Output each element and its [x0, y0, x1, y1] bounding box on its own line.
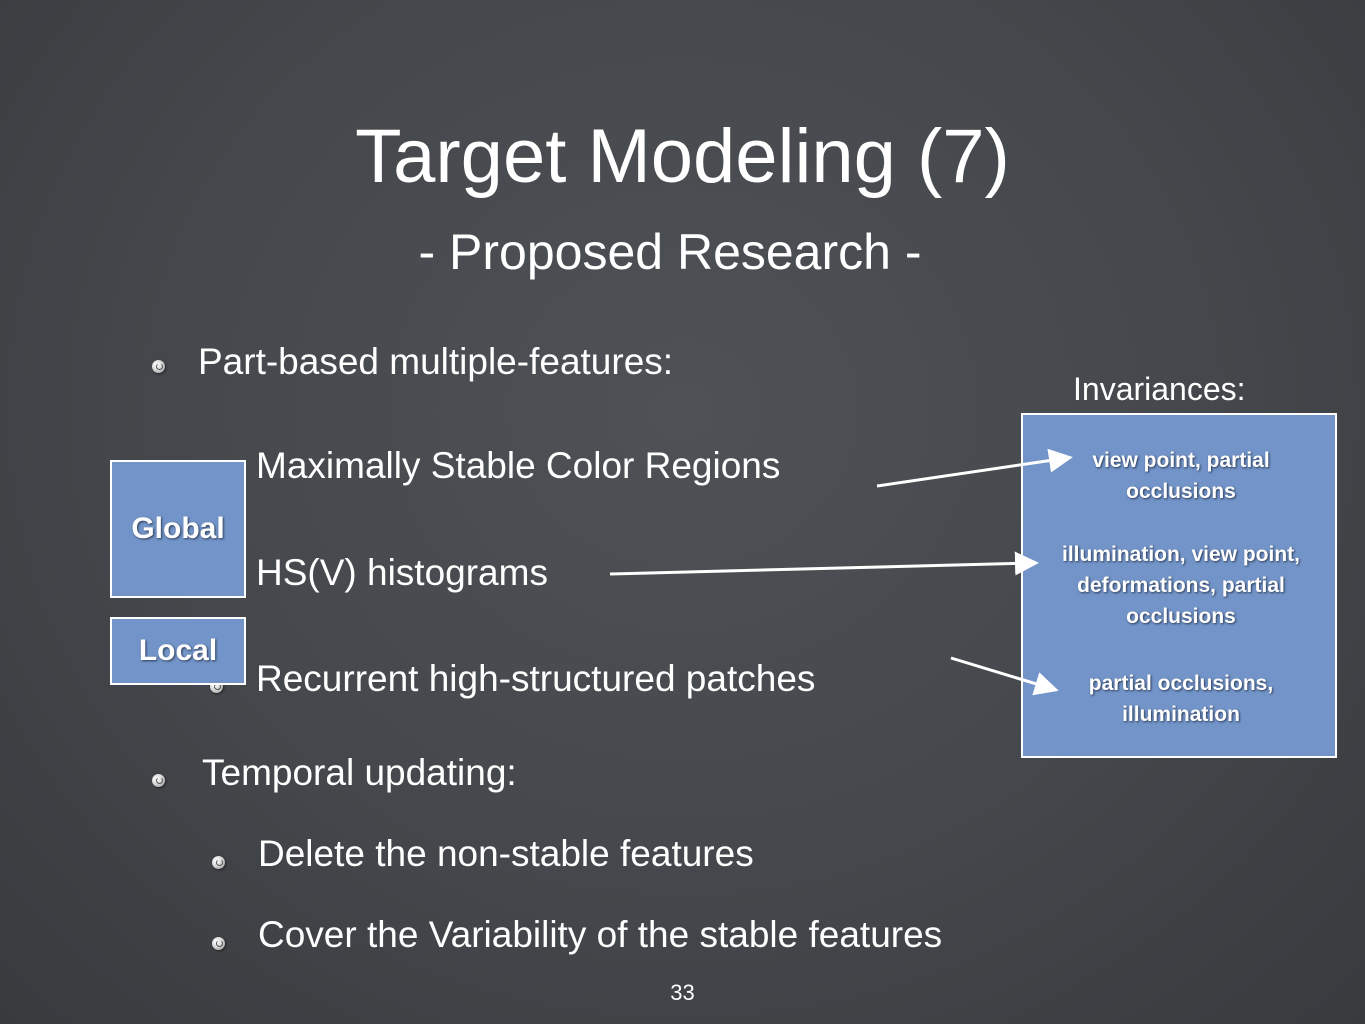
arrow-hsv	[609, 551, 1039, 576]
bullet-icon	[152, 360, 165, 373]
bullet-mscr: Maximally Stable Color Regions	[256, 445, 781, 486]
bullet-delete: Delete the non-stable features	[258, 833, 754, 874]
local-label: Local	[110, 617, 246, 685]
bullet-rhsp: Recurrent high-structured patches	[256, 658, 816, 699]
page-number: 33	[670, 980, 695, 1005]
slide-title: Target Modeling (7)	[355, 114, 1010, 199]
bullet-temporal: Temporal updating:	[202, 752, 517, 793]
invariance-item: illumination, view point, deformations, …	[1061, 543, 1300, 628]
arrow-mscr	[876, 448, 1073, 488]
bullet-part-based: Part-based multiple-features:	[198, 341, 674, 382]
bullet-icon	[212, 856, 225, 869]
arrow-rhsp	[950, 656, 1059, 696]
slide-subtitle: - Proposed Research -	[418, 224, 922, 280]
bullet-cover: Cover the Variability of the stable feat…	[258, 914, 943, 955]
invariances-title: Invariances:	[1073, 371, 1246, 407]
invariance-item: view point, partial occlusions	[1092, 449, 1270, 503]
invariance-item: partial occlusions, illumination	[1088, 672, 1274, 726]
global-label: Global	[110, 460, 246, 598]
bullet-icon	[152, 774, 165, 787]
bullet-icon	[212, 937, 225, 950]
invariances-box: view point, partial occlusions illuminat…	[1021, 413, 1337, 758]
bullet-hsv: HS(V) histograms	[256, 552, 548, 593]
